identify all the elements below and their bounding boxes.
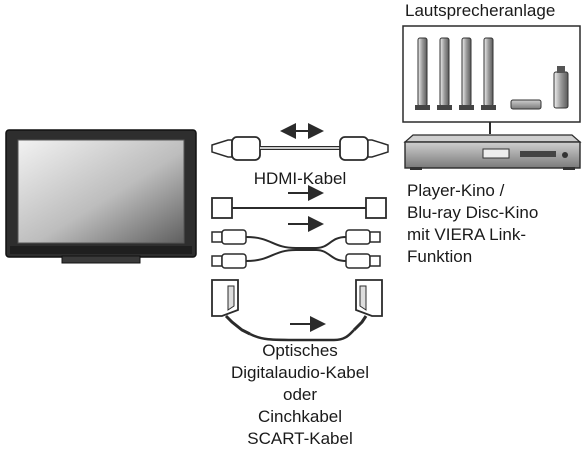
rca-plug-icon: [211, 229, 247, 269]
speaker-icon: [415, 37, 430, 110]
hdmi-cable-label: HDMI-Kabel: [253, 169, 347, 188]
cable-label-line-2: Digitalaudio-Kabel: [231, 363, 369, 382]
optical-cable: [211, 185, 387, 219]
player-label-line-4: Funktion: [407, 247, 473, 266]
player-label-line-2: Blu-ray Disc-Kino: [407, 203, 539, 222]
cable-label-line-1: Optisches: [262, 341, 338, 360]
player-icon: [403, 134, 582, 170]
tv-icon: [5, 129, 197, 264]
speaker-system-label: Lautsprecheranlage: [405, 1, 556, 20]
rca-plug-icon: [345, 229, 381, 269]
speaker-icon: [459, 37, 474, 110]
player-label-line-1: Player-Kino /: [407, 181, 505, 200]
hdmi-plug-icon: [367, 139, 389, 158]
hdmi-plug-icon: [211, 139, 233, 158]
subwoofer-icon: [553, 71, 569, 109]
center-speaker-icon: [510, 99, 542, 110]
hdmi-cable: [211, 123, 389, 161]
optical-plug-icon: [211, 197, 233, 219]
player-label-line-3: mit VIERA Link-: [407, 225, 527, 244]
speaker-icon: [437, 37, 452, 110]
cable-label-line-3: oder: [282, 385, 318, 404]
optical-plug-icon: [365, 197, 387, 219]
speaker-system: [402, 25, 581, 123]
scart-cable: [211, 279, 383, 342]
speaker-icon: [481, 37, 496, 110]
cable-label-line-4: Cinchkabel: [257, 407, 343, 426]
cable-label-line-5: SCART-Kabel: [247, 429, 353, 448]
cinch-cable: [211, 216, 381, 269]
